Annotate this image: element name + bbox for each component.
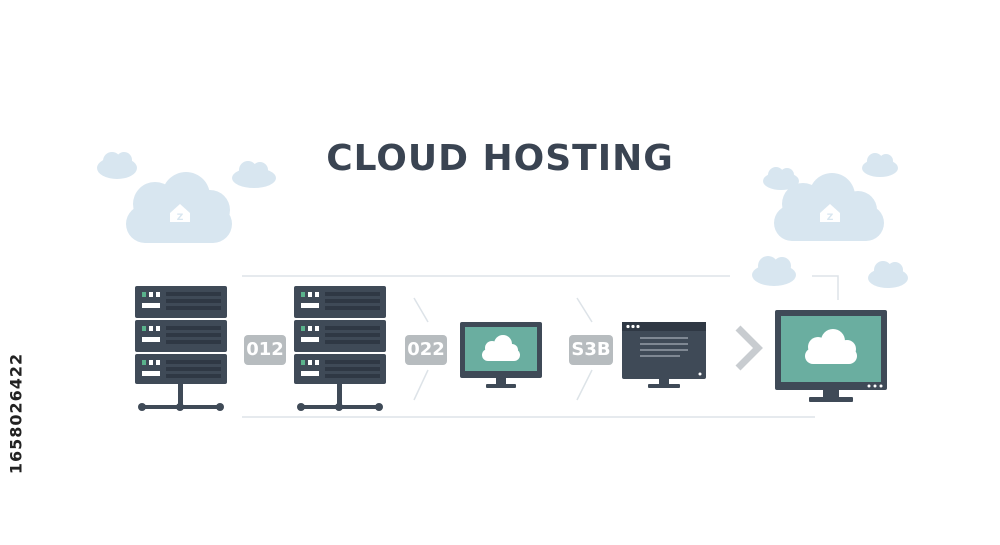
link-label-2: 022 <box>405 335 447 365</box>
server-rack-icon <box>294 286 386 411</box>
cloud-icon <box>868 261 908 288</box>
cloud-icon <box>752 256 796 286</box>
cloud-icon <box>232 161 276 188</box>
cloud-icon: Z <box>126 172 232 243</box>
cloud-icon <box>862 153 898 177</box>
browser-window-icon <box>622 322 706 388</box>
svg-text:Z: Z <box>827 213 834 223</box>
cloud-icon <box>805 329 857 364</box>
link-label-1: 012 <box>244 335 286 365</box>
connector-lines <box>242 275 839 418</box>
svg-text:Z: Z <box>177 213 184 223</box>
server-rack-icon <box>135 286 227 411</box>
cloud-icon <box>482 335 520 361</box>
cloud-icon <box>97 152 137 179</box>
cloud-icon: Z <box>774 173 884 241</box>
monitor-icon <box>775 310 887 402</box>
link-label-3: S3B <box>569 335 613 365</box>
cloud-icon <box>763 167 799 190</box>
diagram-title: CLOUD HOSTING <box>326 138 674 179</box>
monitor-icon <box>460 322 542 388</box>
chevron-right-icon <box>735 325 763 371</box>
